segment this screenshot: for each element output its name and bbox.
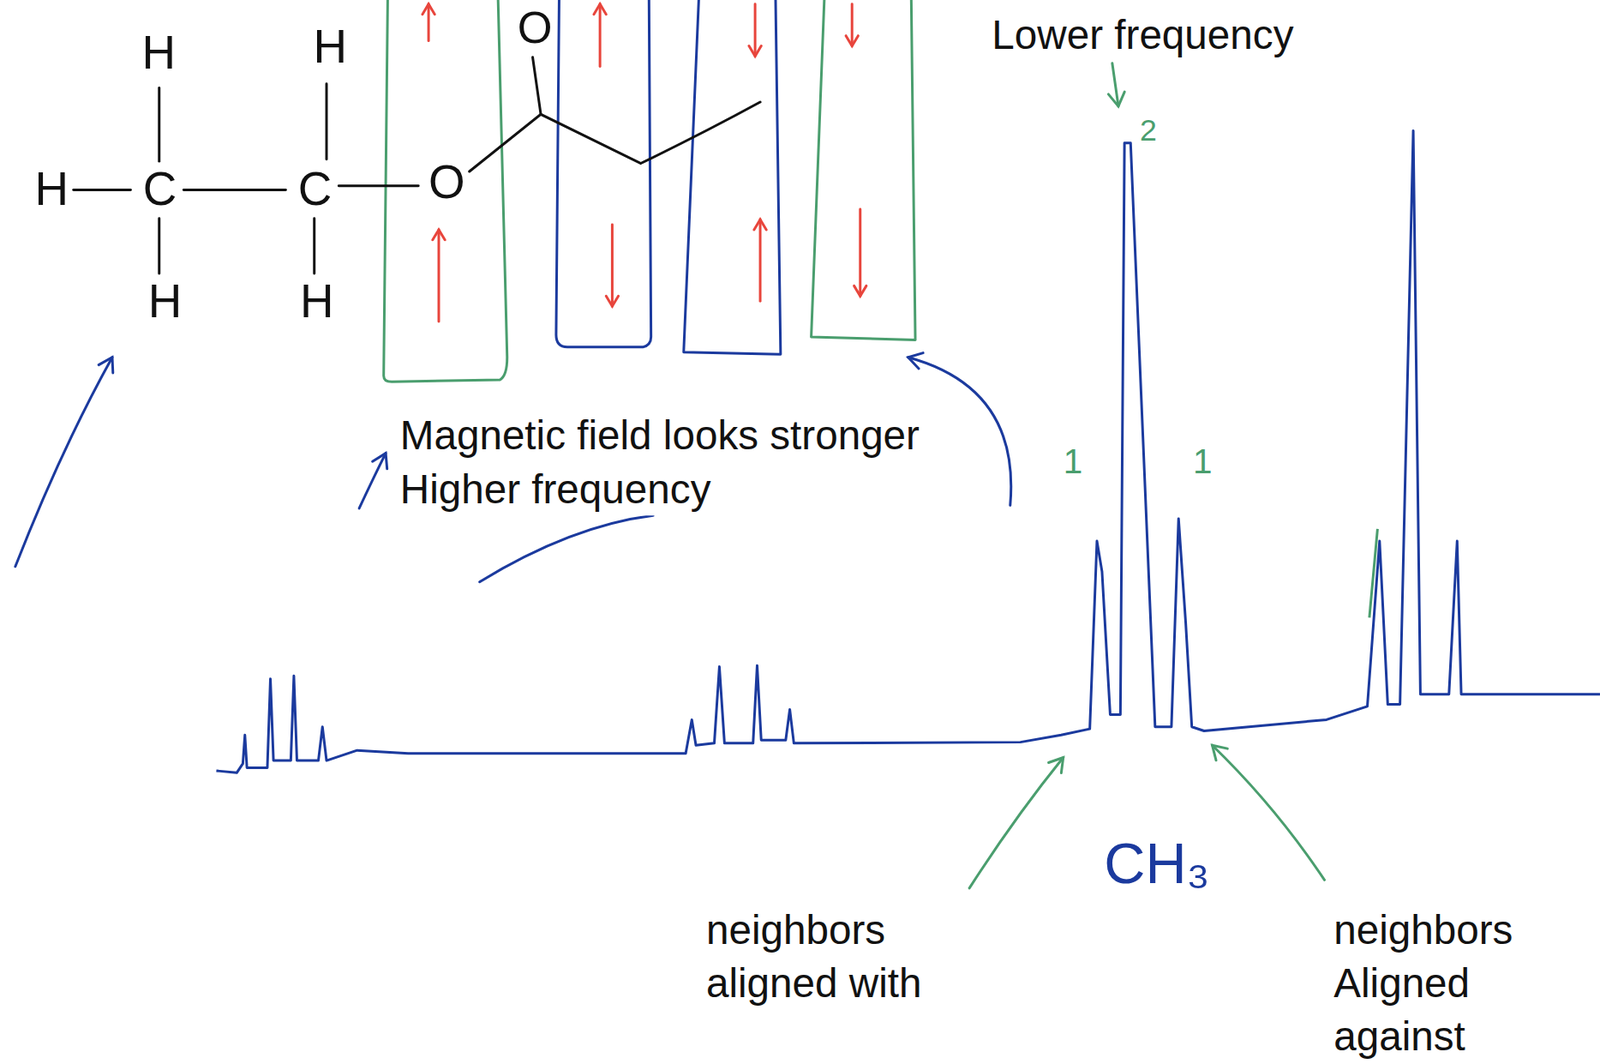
pointer-arrow <box>15 357 113 567</box>
atom-label: H <box>32 165 71 213</box>
pointer-arrow <box>1112 63 1119 107</box>
spin-arrow <box>754 4 757 57</box>
spin-band <box>383 0 508 382</box>
integration-number: 1 <box>1060 438 1085 485</box>
spin-arrow <box>437 229 441 322</box>
group-label: CH₃ <box>1102 834 1212 893</box>
annotation-text: Lower frequency <box>989 8 1296 62</box>
spin-arrow <box>759 219 762 301</box>
spin-band <box>811 0 916 340</box>
annotation-text: Magnetic field looks stronger <box>397 407 922 462</box>
annotation-text: neighbors Aligned against <box>1331 903 1571 1063</box>
spin-arrow <box>850 4 854 47</box>
bond <box>312 218 316 274</box>
spin-arrow <box>427 4 431 42</box>
pointer-arrow <box>1212 744 1325 880</box>
atom-label: O <box>515 5 555 50</box>
atom-label: H <box>311 22 349 70</box>
spin-band <box>683 0 781 354</box>
pointer-stroke <box>479 515 654 582</box>
spin-arrow <box>611 224 614 306</box>
spectrum-trace <box>215 130 1600 773</box>
atom-label: H <box>298 277 336 325</box>
bond <box>73 188 132 192</box>
bond <box>338 184 419 187</box>
annotation-text: neighbors aligned with <box>704 903 984 1010</box>
spin-arrow <box>858 209 862 296</box>
bond <box>469 101 761 172</box>
annotation-text: Higher frequency <box>397 461 713 516</box>
pointer-arrow <box>359 453 386 509</box>
integration-number: 2 <box>1138 110 1160 150</box>
tick-mark <box>1369 528 1379 618</box>
atom-label: H <box>145 277 184 325</box>
bond <box>157 87 161 162</box>
atom-label: C <box>140 165 179 213</box>
spin-arrow <box>599 4 602 67</box>
atom-label: H <box>139 28 178 76</box>
bond <box>157 218 161 274</box>
bond <box>533 57 542 115</box>
integration-number: 1 <box>1191 438 1215 485</box>
atom-label: O <box>426 158 468 206</box>
bond <box>325 83 329 160</box>
atom-label: C <box>295 165 334 213</box>
pointer-arrow <box>908 357 1012 506</box>
bond <box>183 188 286 192</box>
spin-band <box>556 0 652 348</box>
pointer-arrow <box>969 756 1064 887</box>
